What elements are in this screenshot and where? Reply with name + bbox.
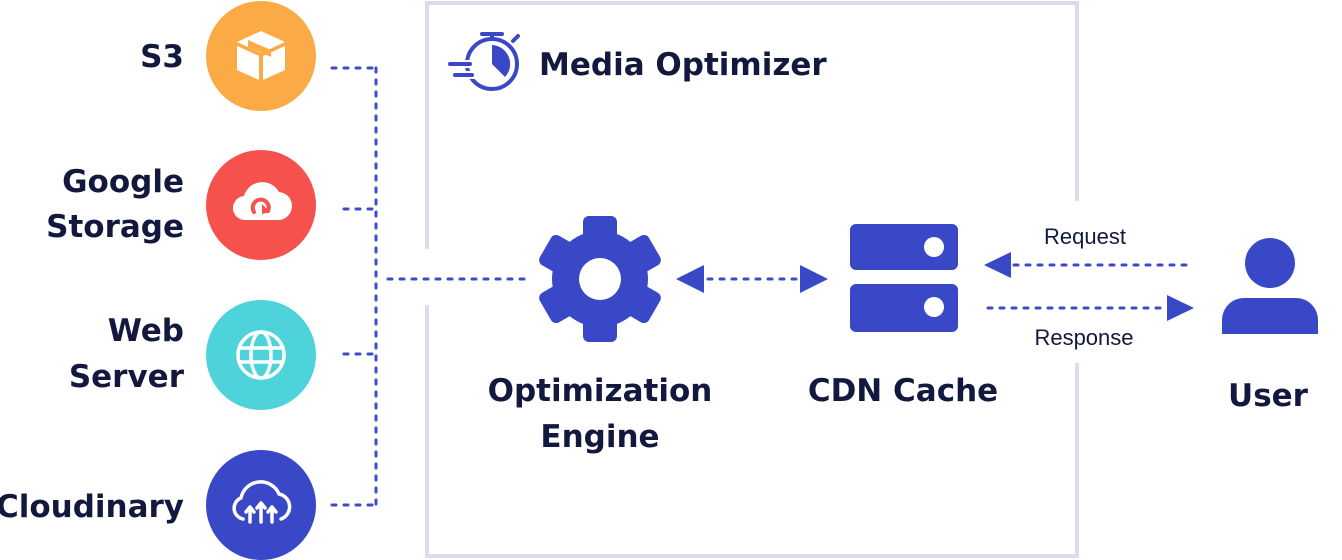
source-label-cloudinary: Cloudinary bbox=[0, 489, 184, 525]
request-flow: Request bbox=[984, 224, 1192, 278]
user-icon bbox=[1222, 238, 1318, 334]
engine-label-line1: Optimization bbox=[488, 373, 713, 409]
gear-icon bbox=[539, 216, 661, 342]
globe-icon bbox=[236, 330, 286, 380]
source-s3: S3 bbox=[140, 1, 316, 111]
response-label: Response bbox=[1034, 325, 1133, 350]
cdn-cache: CDN Cache bbox=[808, 224, 998, 409]
user-node: User bbox=[1222, 238, 1318, 414]
box-icon bbox=[237, 31, 285, 80]
source-label-google-line1: Google bbox=[62, 164, 184, 200]
web-server-node-circle bbox=[206, 300, 316, 410]
cloudinary-cloud-icon bbox=[232, 480, 292, 524]
engine-cdn-connector bbox=[676, 265, 828, 293]
optimizer-frame bbox=[425, 1, 1079, 558]
optimization-engine: Optimization Engine bbox=[488, 216, 713, 455]
source-label-s3: S3 bbox=[140, 39, 184, 75]
s3-node-circle bbox=[206, 1, 316, 111]
source-cloudinary: Cloudinary bbox=[0, 450, 316, 560]
optimizer-title: Media Optimizer bbox=[539, 47, 827, 83]
stopwatch-icon bbox=[446, 32, 520, 91]
request-label: Request bbox=[1044, 224, 1126, 249]
source-google-storage: Google Storage bbox=[46, 150, 316, 260]
source-connectors bbox=[330, 66, 526, 507]
engine-label-line2: Engine bbox=[540, 419, 659, 455]
user-label: User bbox=[1228, 378, 1309, 414]
source-web-server: Web Server bbox=[69, 300, 316, 410]
source-label-web-line2: Server bbox=[69, 359, 185, 395]
source-label-web-line1: Web bbox=[108, 313, 184, 349]
cdn-label: CDN Cache bbox=[808, 373, 998, 409]
server-icon bbox=[850, 224, 958, 332]
optimizer-header: Media Optimizer bbox=[446, 32, 827, 91]
source-label-google-line2: Storage bbox=[46, 209, 184, 245]
response-flow: Response bbox=[986, 295, 1194, 350]
cloud-sync-icon bbox=[232, 182, 293, 221]
